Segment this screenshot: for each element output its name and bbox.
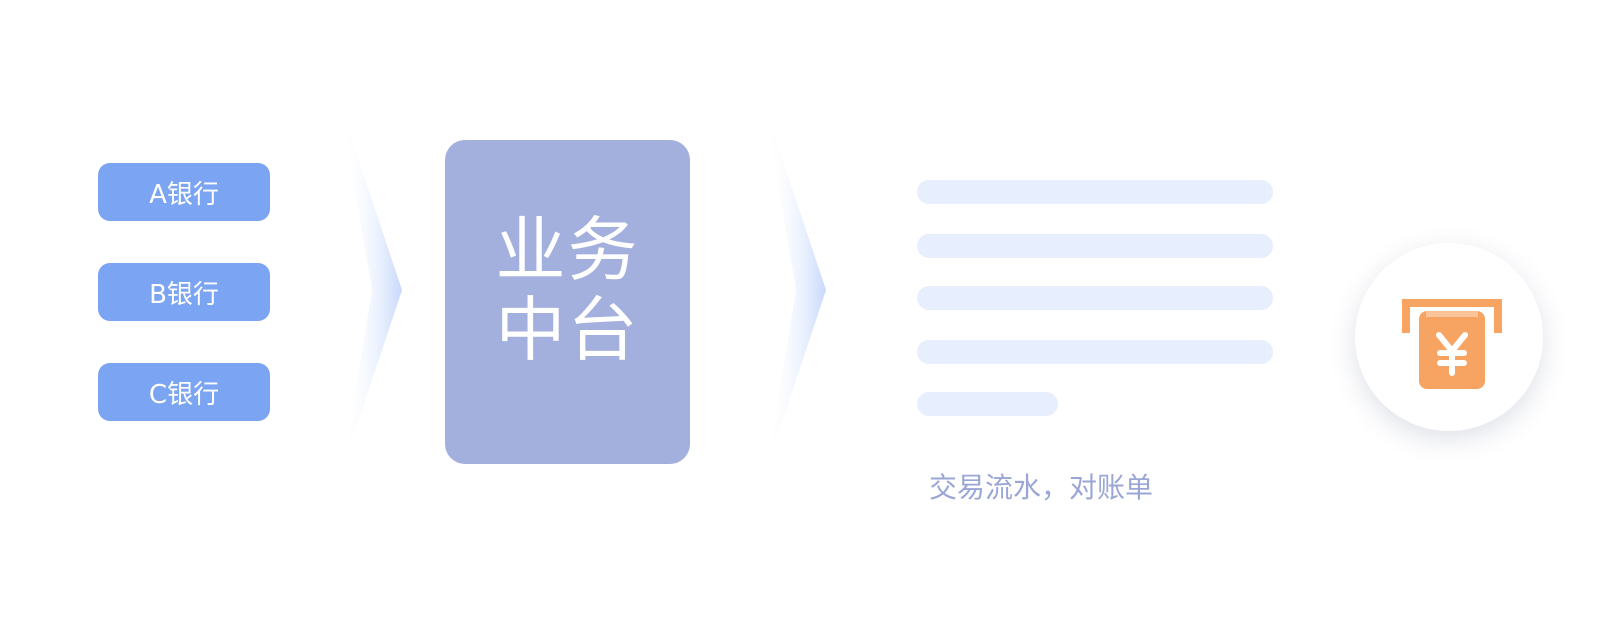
document-line <box>917 286 1273 310</box>
bank-c-button: C银行 <box>98 363 270 421</box>
atm-yen-icon <box>1402 299 1502 389</box>
output-caption: 交易流水，对账单 <box>929 471 1154 504</box>
bank-b-button: B银行 <box>98 263 270 321</box>
document-line <box>917 234 1273 258</box>
middle-platform-title-line1: 业务 <box>495 209 640 291</box>
middle-platform-title-line2: 中台 <box>495 289 640 371</box>
business-middle-platform: 业务 中台 <box>445 140 690 464</box>
chevron-right-icon <box>766 110 826 470</box>
document-line <box>917 340 1273 364</box>
payment-circle <box>1355 243 1543 431</box>
bank-a-button: A银行 <box>98 163 270 221</box>
document-line <box>917 180 1273 204</box>
document-line <box>917 392 1058 416</box>
bank-a-label: A银行 <box>149 179 219 210</box>
bank-c-label: C银行 <box>148 379 220 410</box>
chevron-right-icon <box>342 110 402 470</box>
bank-b-label: B银行 <box>149 279 219 310</box>
